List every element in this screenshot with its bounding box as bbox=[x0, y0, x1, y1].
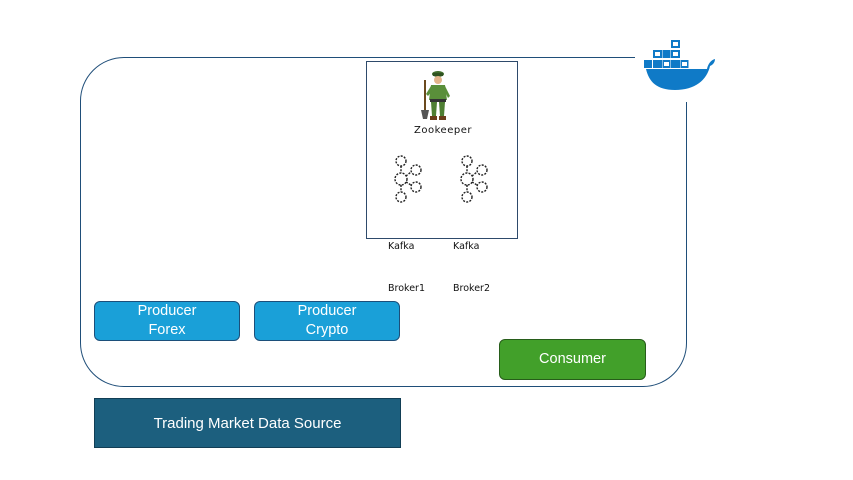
producer-crypto-line1: Producer bbox=[297, 303, 357, 319]
consumer-box: Consumer bbox=[499, 339, 646, 380]
docker-whale-icon bbox=[644, 40, 715, 90]
broker2-label-line1: Kafka bbox=[453, 241, 480, 252]
broker1-label-line1: Kafka bbox=[388, 241, 415, 252]
broker2-label-line2: Broker2 bbox=[453, 283, 490, 294]
broker2-label: Kafka Broker2 bbox=[453, 212, 490, 310]
producer-forex-line2: Forex bbox=[148, 322, 186, 338]
kafka-icon bbox=[394, 155, 422, 203]
zookeeper-figure-icon bbox=[421, 71, 450, 120]
data-source-box: Trading Market Data Source bbox=[94, 398, 401, 448]
producer-crypto-box: Producer Crypto bbox=[254, 301, 400, 341]
producer-forex-box: Producer Forex bbox=[94, 301, 240, 341]
kafka-icon bbox=[460, 155, 488, 203]
broker1-label-line2: Broker1 bbox=[388, 283, 425, 294]
zookeeper-label: Zookeeper bbox=[414, 125, 472, 136]
data-source-label: Trading Market Data Source bbox=[153, 414, 342, 432]
consumer-label: Consumer bbox=[539, 351, 606, 367]
producer-forex-line1: Producer bbox=[137, 303, 197, 319]
broker1-label: Kafka Broker1 bbox=[388, 212, 425, 310]
producer-crypto-line2: Crypto bbox=[305, 322, 349, 338]
docker-container-frame bbox=[80, 57, 687, 387]
